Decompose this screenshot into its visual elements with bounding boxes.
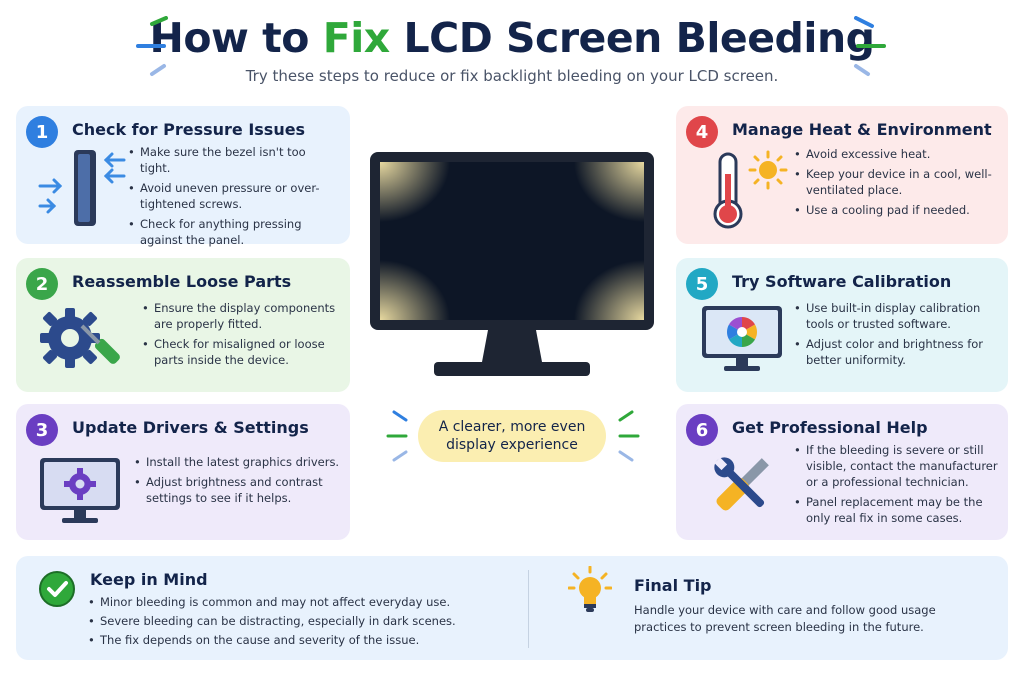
- wrench-screwdriver-icon: [714, 457, 769, 511]
- step-number-badge: 2: [26, 268, 58, 300]
- checkmark-circle-icon: [39, 571, 75, 607]
- step-card-5: 5 Try Software Calibration Use built-in …: [676, 258, 1008, 392]
- bullet: Avoid uneven pressure or over-tightened …: [128, 180, 338, 212]
- left-sparkle-icon: [136, 16, 168, 76]
- lightbulb-icon: [568, 566, 612, 612]
- step-card-4: 4 Manage Heat & Environment Avoid excess…: [676, 106, 1008, 244]
- final-tip-title: Final Tip: [634, 576, 712, 595]
- bullet: If the bleeding is severe or still visib…: [794, 442, 1000, 490]
- color-wheel-monitor-icon: [702, 306, 782, 371]
- bullet: Minor bleeding is common and may not aff…: [88, 594, 508, 610]
- step-number-badge: 6: [686, 414, 718, 446]
- step-bullets: Make sure the bezel isn't too tight. Avo…: [128, 144, 338, 252]
- thermometer-sun-icon: [713, 150, 788, 229]
- final-tip-line-2: practices to prevent screen bleeding in …: [634, 620, 924, 634]
- bullet: Keep your device in a cool, well-ventila…: [794, 166, 1000, 198]
- monitor-gear-icon: [40, 458, 120, 523]
- pill-left-sparkle-icon: [386, 410, 408, 462]
- step-bullets: Ensure the display components are proper…: [142, 300, 342, 372]
- step-card-6: 6 Get Professional Help If the bleeding …: [676, 404, 1008, 540]
- pressed-monitor-icon: [38, 150, 126, 226]
- pill-line-2: display experience: [446, 437, 578, 453]
- title-accent: Fix: [322, 14, 391, 62]
- bullet: Severe bleeding can be distracting, espe…: [88, 613, 508, 629]
- bottom-panel: Keep in Mind Minor bleeding is common an…: [16, 556, 1008, 660]
- bullet: Use built-in display calibration tools o…: [794, 300, 1000, 332]
- page-subtitle: Try these steps to reduce or fix backlig…: [245, 67, 779, 85]
- step-card-3: 3 Update Drivers & Settings Install the …: [16, 404, 350, 540]
- keep-in-mind-title: Keep in Mind: [90, 570, 208, 589]
- step-title: Check for Pressure Issues: [72, 120, 306, 139]
- step-bullets: Install the latest graphics drivers. Adj…: [134, 454, 340, 510]
- final-tip-text: Handle your device with care and follow …: [634, 602, 974, 636]
- bullet: Panel replacement may be the only real f…: [794, 494, 1000, 526]
- pill-right-sparkle-icon: [618, 410, 640, 462]
- gear-screwdriver-icon: [40, 308, 120, 368]
- bullet: Adjust brightness and contrast settings …: [134, 474, 340, 506]
- bullet: Install the latest graphics drivers.: [134, 454, 340, 470]
- title-prefix: How to: [149, 14, 323, 62]
- step-title: Manage Heat & Environment: [732, 120, 992, 139]
- step-bullets: Use built-in display calibration tools o…: [794, 300, 1000, 372]
- step-bullets: Avoid excessive heat. Keep your device i…: [794, 146, 1000, 222]
- pill-line-1: A clearer, more even: [438, 419, 586, 435]
- bullet: Make sure the bezel isn't too tight.: [128, 144, 338, 176]
- bleeding-monitor-illustration: [370, 152, 654, 376]
- step-number-badge: 4: [686, 116, 718, 148]
- title-suffix: LCD Screen Bleeding: [389, 14, 875, 62]
- step-number-badge: 3: [26, 414, 58, 446]
- step-number-badge: 1: [26, 116, 58, 148]
- page-title: How to Fix LCD Screen Bleeding: [0, 14, 1024, 62]
- bullet: Ensure the display components are proper…: [142, 300, 342, 332]
- bullet: Check for misaligned or loose parts insi…: [142, 336, 342, 368]
- bullet: Use a cooling pad if needed.: [794, 202, 1000, 218]
- step-title: Try Software Calibration: [732, 272, 952, 291]
- right-sparkle-icon: [854, 16, 886, 76]
- keep-in-mind-bullets: Minor bleeding is common and may not aff…: [88, 594, 508, 651]
- step-title: Get Professional Help: [732, 418, 928, 437]
- bullet: Adjust color and brightness for better u…: [794, 336, 1000, 368]
- bullet: Check for anything pressing against the …: [128, 216, 338, 248]
- bullet: Avoid excessive heat.: [794, 146, 1000, 162]
- panel-divider: [528, 570, 529, 648]
- step-card-2: 2 Reassemble Loose Parts Ensure the disp…: [16, 258, 350, 392]
- step-card-1: 1 Check for Pressure Issues Make sure th…: [16, 106, 350, 247]
- outcome-pill: A clearer, more even display experience: [418, 410, 606, 462]
- step-title: Update Drivers & Settings: [72, 418, 309, 437]
- step-title: Reassemble Loose Parts: [72, 272, 292, 291]
- step-bullets: If the bleeding is severe or still visib…: [794, 442, 1000, 530]
- bullet: The fix depends on the cause and severit…: [88, 632, 508, 648]
- step-number-badge: 5: [686, 268, 718, 300]
- final-tip-line-1: Handle your device with care and follow …: [634, 603, 936, 617]
